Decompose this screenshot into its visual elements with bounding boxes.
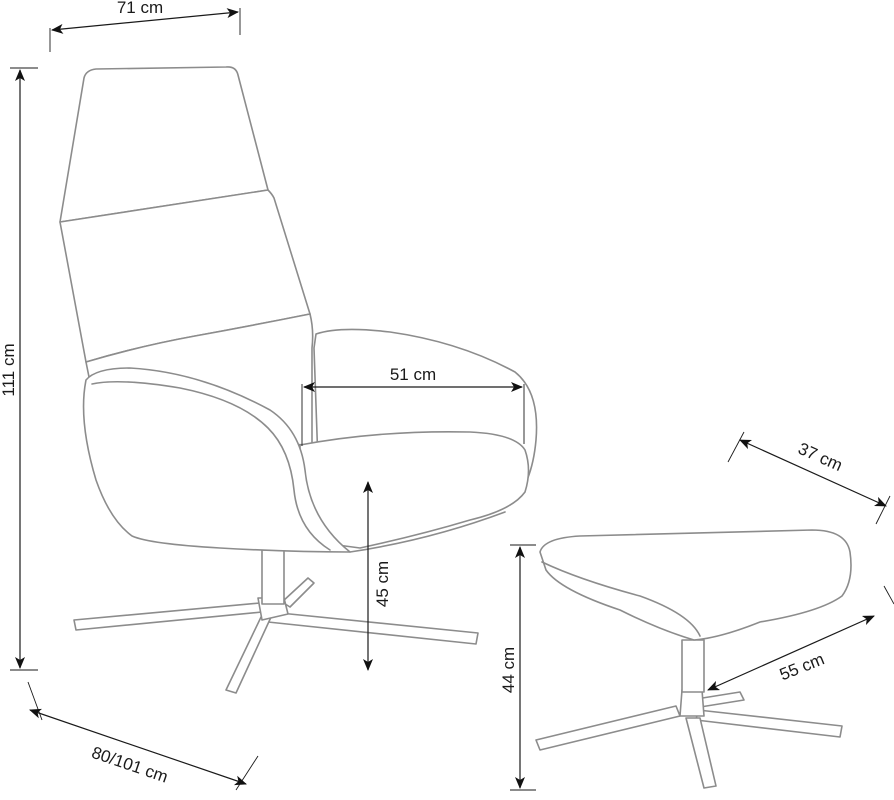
footstool-pedestal	[681, 639, 705, 693]
dimension-footstool-width: 37 cm	[727, 431, 891, 525]
chair-swivel-base	[73, 549, 479, 694]
chair-width-label: 71 cm	[117, 0, 163, 17]
footstool-width-label: 37 cm	[795, 439, 845, 475]
dimension-chair-width: 71 cm	[49, 0, 241, 52]
chair-depth-label: 80/101 cm	[89, 743, 170, 787]
footstool-cushion-top-edge	[541, 561, 701, 637]
footstool	[535, 529, 852, 789]
footstool-height-label: 44 cm	[499, 647, 518, 693]
footstool-base	[535, 639, 843, 789]
chair-height-label: 111 cm	[0, 343, 18, 396]
footstool-leg-left	[535, 705, 681, 751]
footstool-hub	[679, 689, 705, 717]
dimension-footstool-height: 44 cm	[499, 544, 536, 791]
seat-height-label: 45 cm	[373, 561, 392, 607]
chair-shell-inner-edge	[91, 380, 331, 551]
dimension-chair-height: 111 cm	[0, 67, 38, 671]
chair-pedestal	[261, 549, 285, 605]
chair-base-leg-back	[281, 577, 315, 608]
dimension-chair-depth: 80/101 cm	[27, 681, 259, 791]
chair-headrest	[59, 66, 269, 223]
dimension-seat-height: 45 cm	[363, 481, 392, 671]
armchair	[59, 66, 538, 694]
footstool-cushion	[539, 529, 852, 641]
footstool-length-label: 55 cm	[777, 649, 827, 684]
footstool-leg-front	[685, 717, 717, 789]
chair-base-leg-left	[73, 602, 263, 631]
chair-base-leg-front	[225, 614, 273, 694]
chair-base-leg-right	[267, 611, 479, 645]
dimension-seat-depth: 51 cm	[301, 365, 525, 446]
chair-seat-cushion	[299, 430, 530, 549]
seat-depth-label: 51 cm	[390, 365, 436, 384]
footstool-leg-right	[695, 709, 843, 738]
